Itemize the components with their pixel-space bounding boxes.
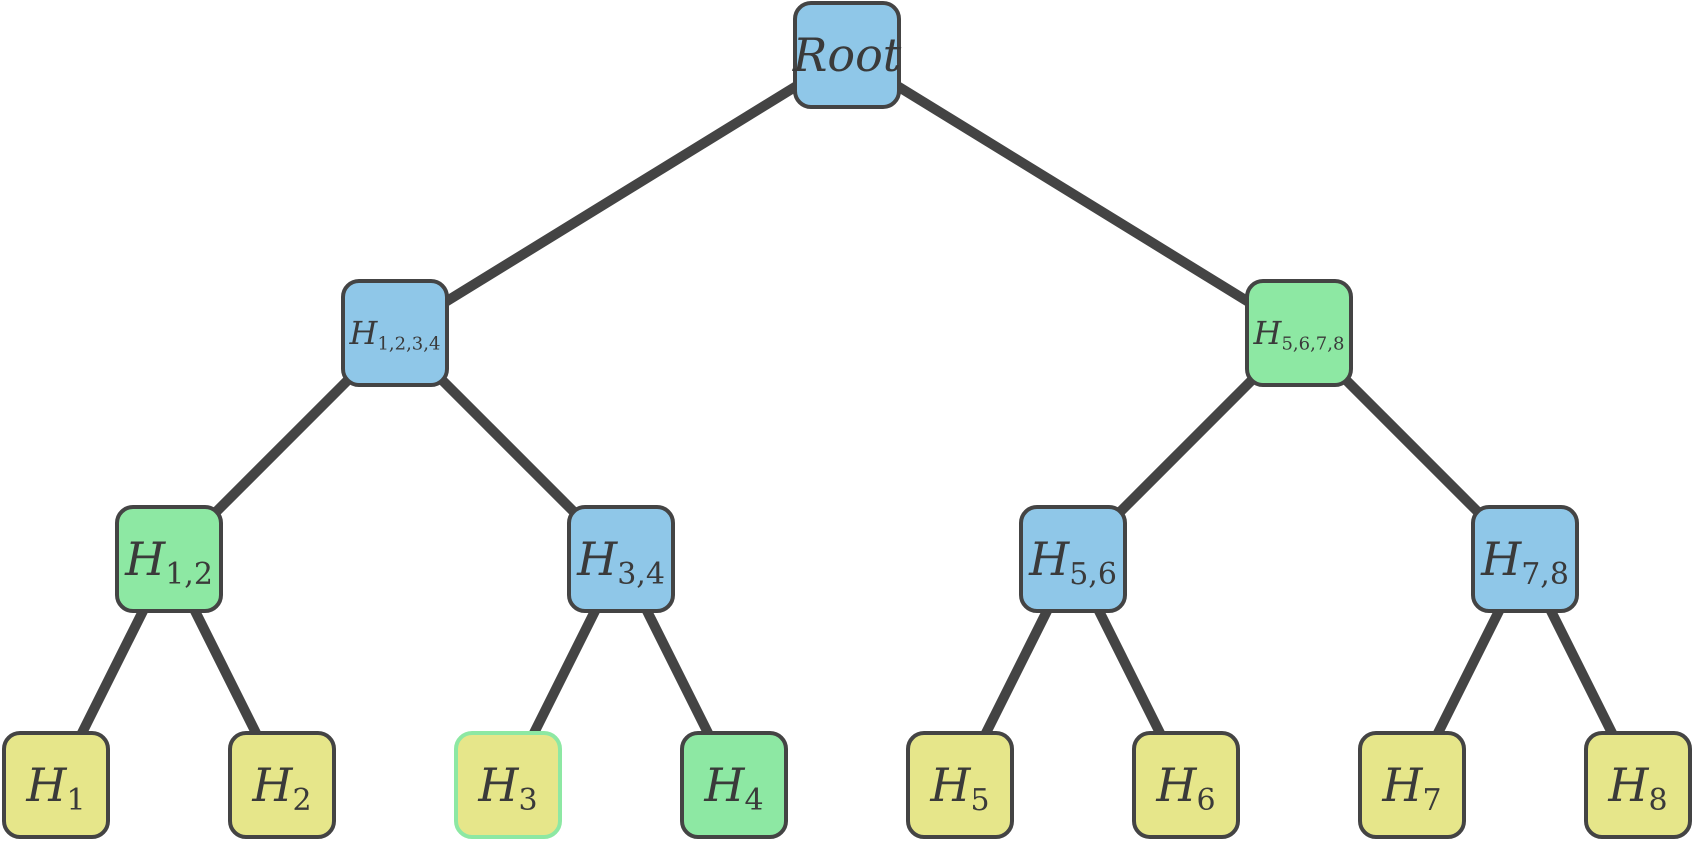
node-h8: H8 xyxy=(1584,731,1692,839)
edge-root-h1234 xyxy=(392,50,850,338)
node-h78: H7,8 xyxy=(1471,505,1579,613)
node-h56: H5,6 xyxy=(1019,505,1127,613)
node-label: H1 xyxy=(26,758,86,818)
node-label: H7 xyxy=(1382,758,1442,818)
node-h5678: H5,6,7,8 xyxy=(1245,279,1353,387)
node-h1: H1 xyxy=(2,731,110,839)
node-h3: H3 xyxy=(454,731,562,839)
node-label: H7,8 xyxy=(1481,532,1569,592)
node-label: H5,6 xyxy=(1029,532,1117,592)
node-label: H1,2,3,4 xyxy=(349,314,441,355)
node-h5: H5 xyxy=(906,731,1014,839)
node-h6: H6 xyxy=(1132,731,1240,839)
node-h7: H7 xyxy=(1358,731,1466,839)
node-h4: H4 xyxy=(680,731,788,839)
node-h12: H1,2 xyxy=(115,505,223,613)
node-label: H8 xyxy=(1608,758,1668,818)
node-h2: H2 xyxy=(228,731,336,839)
node-label: H5 xyxy=(930,758,990,818)
node-label: H4 xyxy=(704,758,764,818)
node-label: H3 xyxy=(478,758,538,818)
node-label: H1,2 xyxy=(125,532,213,592)
node-h34: H3,4 xyxy=(567,505,675,613)
node-label: H3,4 xyxy=(577,532,665,592)
node-label: Root xyxy=(792,28,902,82)
edge-root-h5678 xyxy=(844,50,1302,338)
node-label: H6 xyxy=(1156,758,1216,818)
node-h1234: H1,2,3,4 xyxy=(341,279,449,387)
node-label: H2 xyxy=(252,758,312,818)
node-label: H5,6,7,8 xyxy=(1253,314,1345,355)
node-root: Root xyxy=(793,1,901,109)
